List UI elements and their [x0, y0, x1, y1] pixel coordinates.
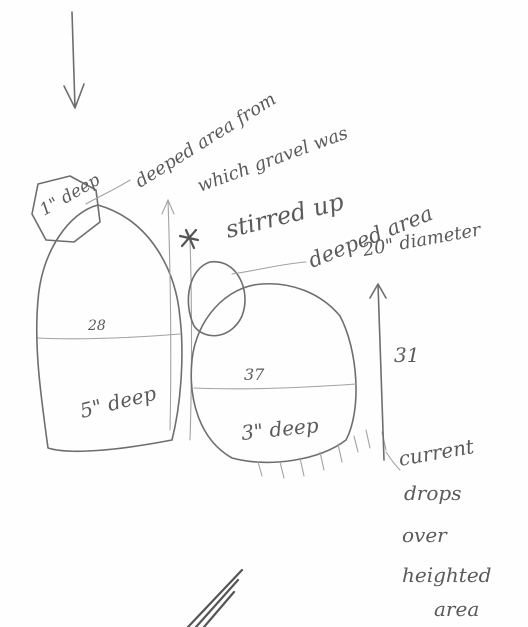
left-pool-outline: [35, 204, 183, 453]
right-pool-length-label: 31: [394, 343, 419, 367]
flow-arrow-top: [63, 11, 85, 109]
right-pool-width-line: [193, 383, 357, 390]
current-leader: [385, 451, 401, 471]
left-pool-width-label: 28: [87, 318, 106, 334]
drop-hatch-marks: [257, 429, 387, 479]
deeped-area-leader: [231, 261, 307, 275]
right-pool-outline: [190, 282, 357, 464]
right-length-arrow: [369, 283, 387, 461]
current-note-line-3: over: [402, 523, 448, 547]
right-pool-depth-label: 3" deep: [240, 413, 320, 445]
middle-arrow: [161, 198, 175, 431]
left-pool-width-line: [37, 333, 181, 340]
gravel-note-line-3: stirred up: [223, 187, 347, 243]
one-inch-deep-label: 1" deep: [37, 170, 104, 220]
one-inch-deep-outline: [31, 175, 101, 243]
hexagon-leader: [85, 179, 131, 205]
deeped-area-circle: [187, 261, 246, 337]
pencil-stroke-bottom: [186, 568, 244, 627]
left-pool-depth-label: 5" deep: [77, 381, 158, 423]
middle-arrow-lower: [189, 239, 193, 441]
current-note-line-2: drops: [404, 481, 461, 505]
right-pool-width-label: 37: [244, 365, 265, 384]
current-note-line-5: area: [434, 597, 479, 621]
current-note-line-1: current: [397, 434, 477, 471]
current-note-line-4: heighted: [402, 563, 491, 587]
star-mark: [178, 228, 200, 250]
